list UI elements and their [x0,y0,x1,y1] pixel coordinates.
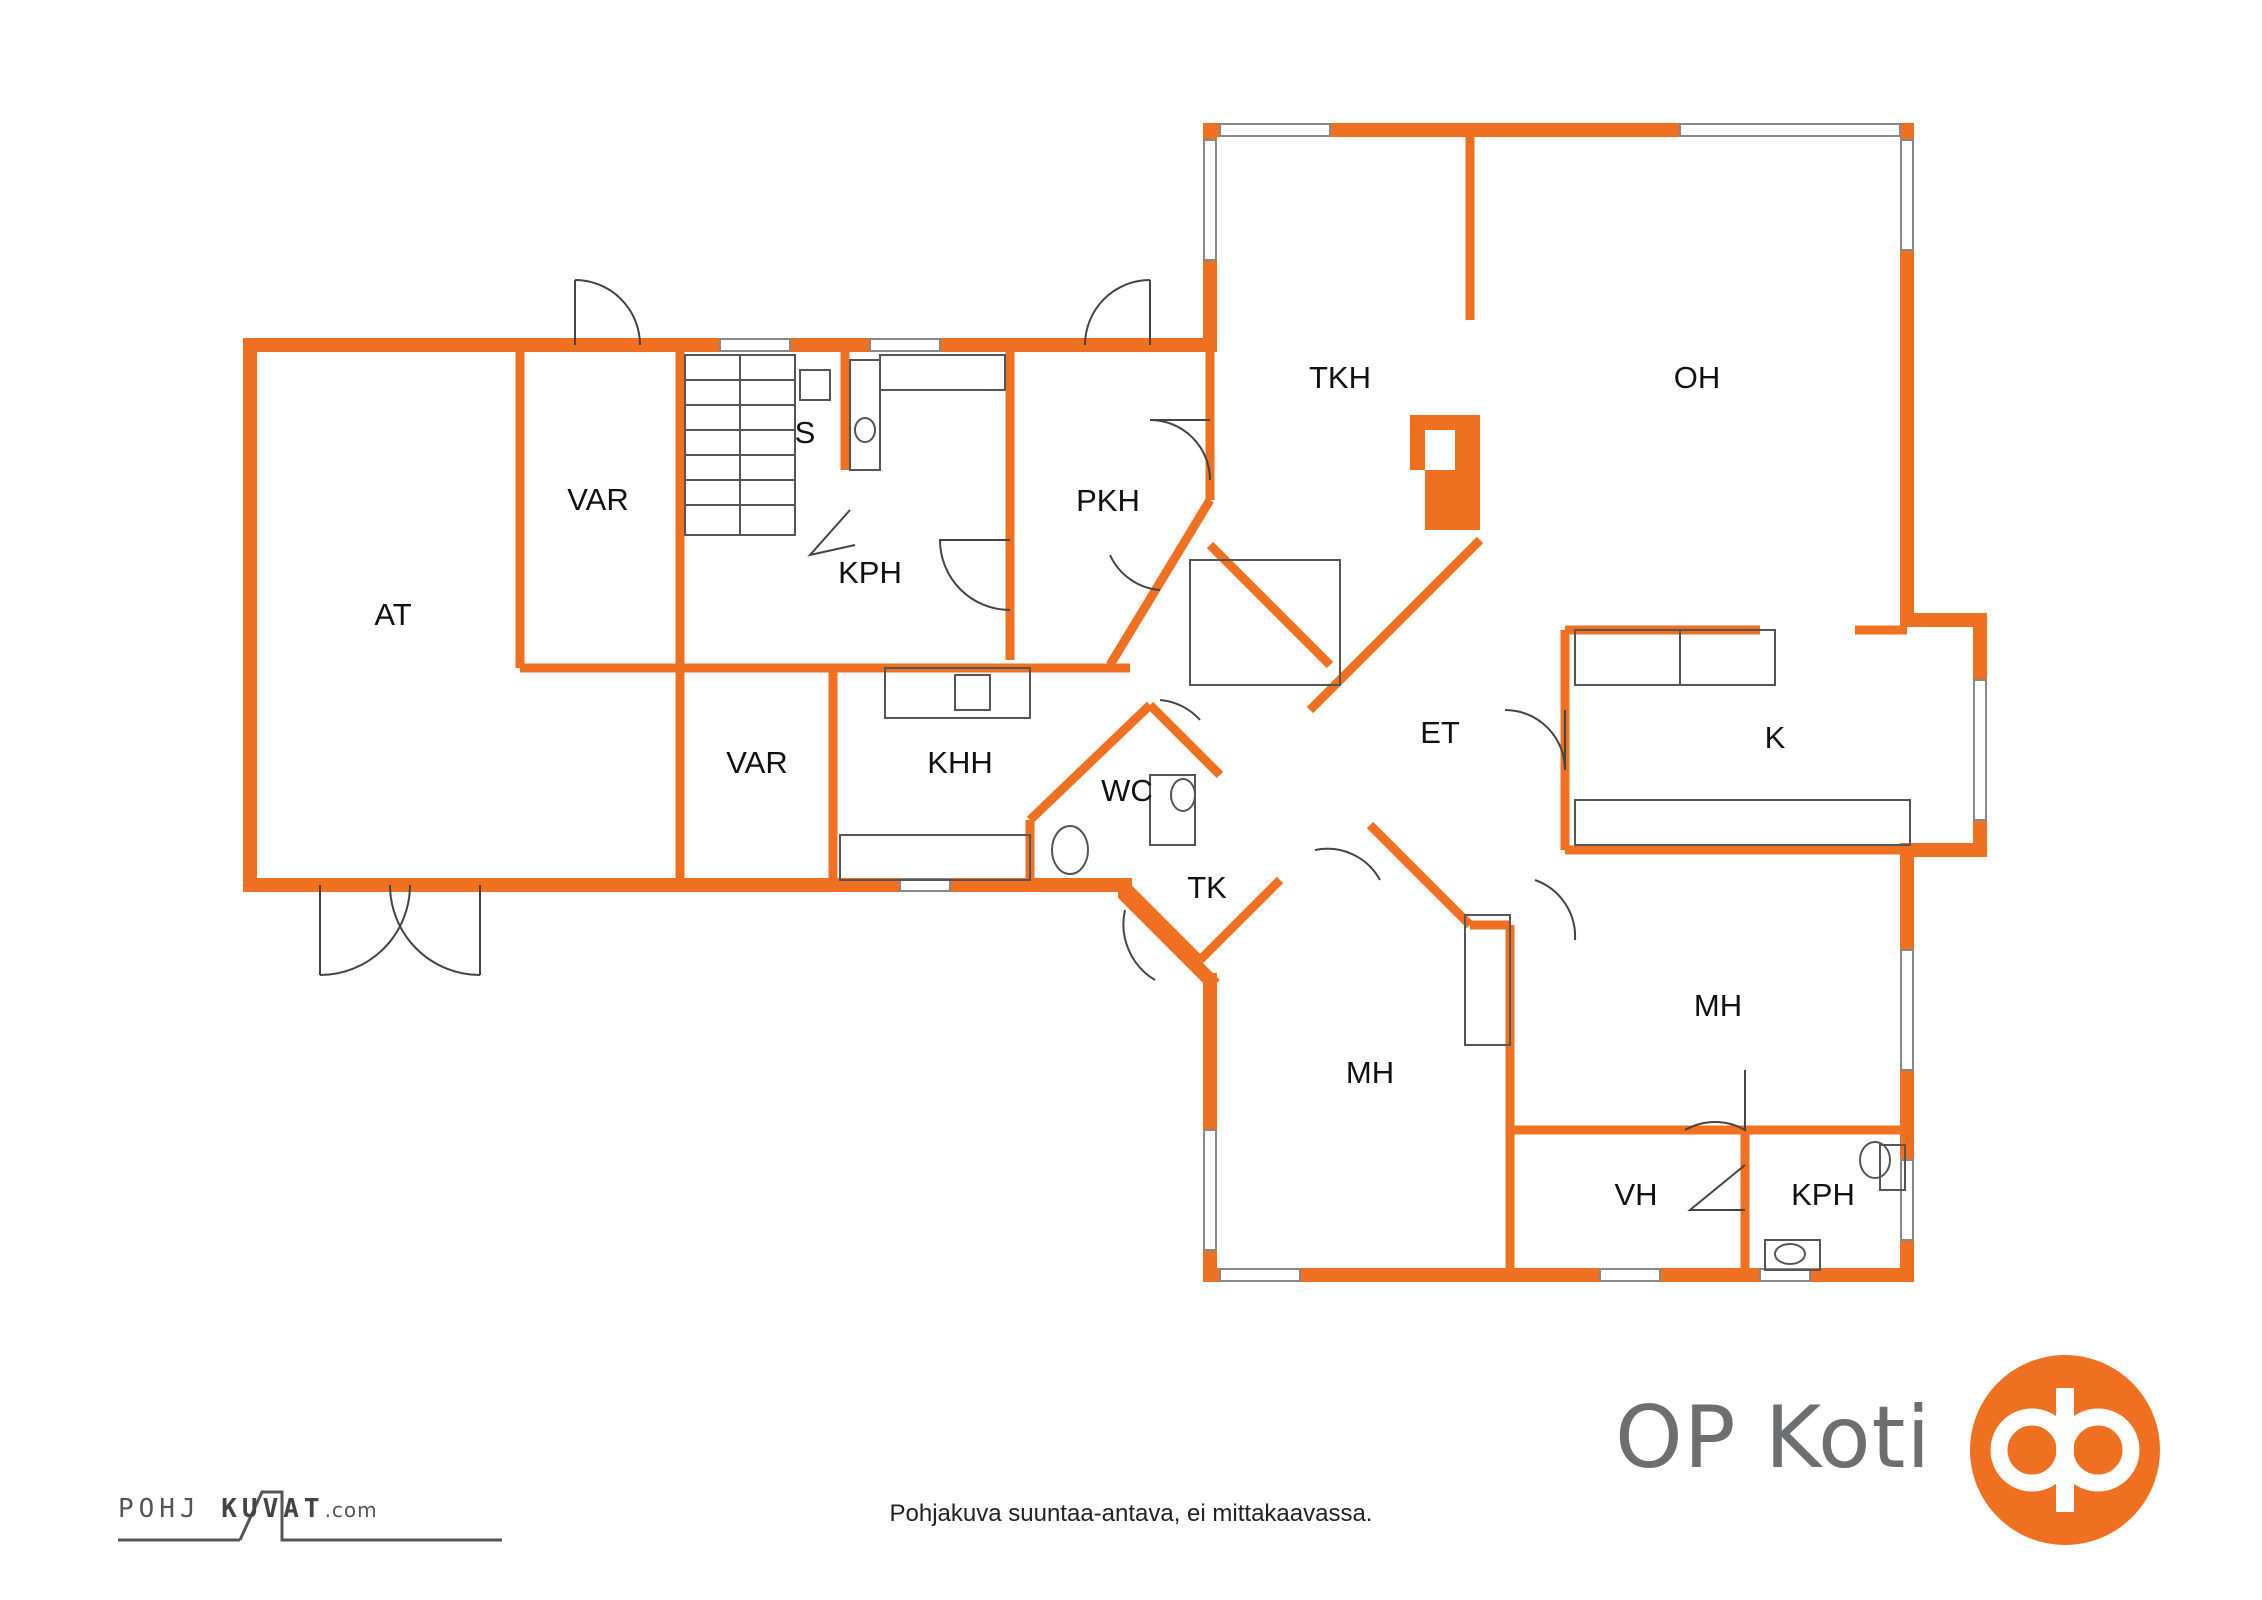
room-mh-east-label: MH [1694,988,1742,1023]
disclaimer-caption: Pohjakuva suuntaa-antava, ei mittakaavas… [889,1500,1373,1527]
room-et-label: ET [1420,715,1460,750]
room-at-label: AT [374,597,411,632]
interior-walls [515,130,1907,1275]
room-s-label: S [795,415,816,450]
room-vh-label: VH [1614,1177,1657,1212]
credit-logo-line [118,1490,502,1542]
room-khh-label: KHH [927,745,992,780]
room-mh-south-label: MH [1346,1055,1394,1090]
room-tk-label: TK [1187,870,1227,905]
room-labels: AT VAR S KPH PKH TKH OH VAR KHH WC TK ET… [374,360,1855,1212]
op-logo [1970,1355,2160,1545]
room-wc-label: WC [1101,773,1153,808]
brand-name: OP Koti [1615,1388,1932,1488]
room-kph-lower-label: KPH [1791,1177,1855,1212]
room-oh-label: OH [1674,360,1721,395]
credit-pre: POHJ [118,1494,201,1524]
fireplace [1410,415,1480,530]
credit-post: KUVAT [221,1494,325,1524]
doors [319,279,1746,1211]
room-tkh-label: TKH [1309,360,1371,395]
room-k-label: K [1765,720,1786,755]
room-kph-upper-label: KPH [838,555,902,590]
credit-domain: .com [324,1498,378,1522]
room-var-lower-label: VAR [726,745,787,780]
credit-logo: POHJ KUVAT.com [118,1494,378,1524]
room-pkh-label: PKH [1076,483,1140,518]
room-var-left-label: VAR [567,482,628,517]
exterior-walls [243,123,1987,1282]
windows [719,123,1987,1282]
fixtures [684,354,1911,1271]
